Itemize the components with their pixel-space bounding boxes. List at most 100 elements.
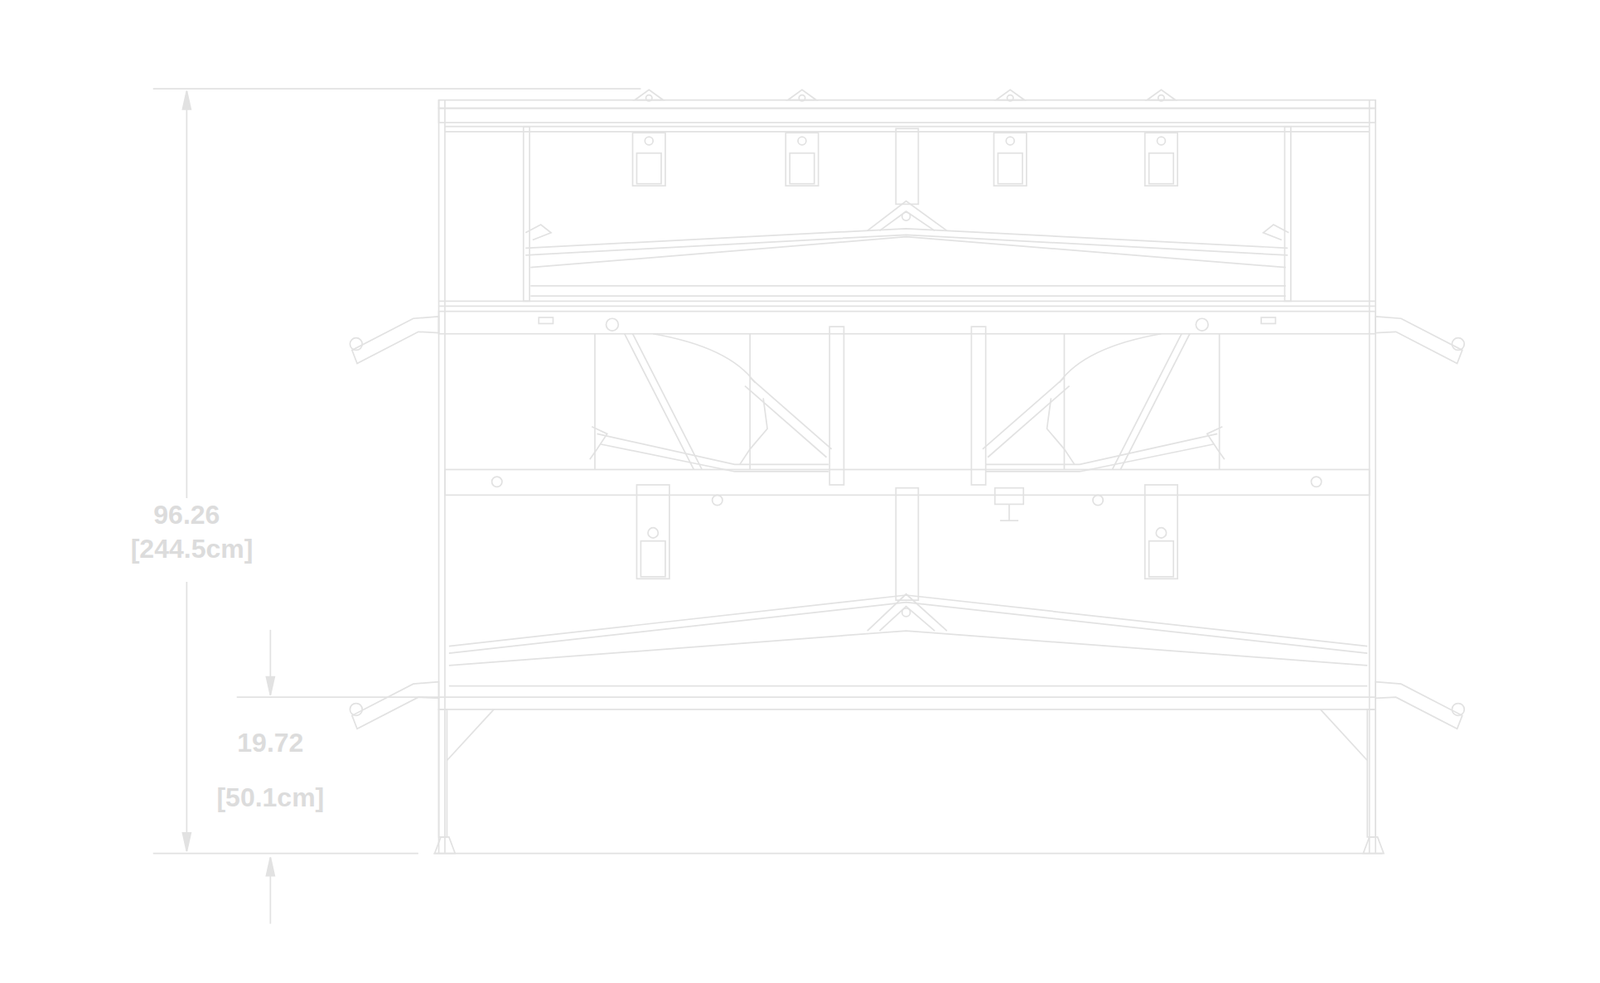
extension-line xyxy=(153,852,419,855)
lower-beam xyxy=(444,469,1370,496)
feeder-chute xyxy=(986,433,1219,465)
frame-line xyxy=(439,305,1377,308)
feeder-chute xyxy=(624,333,695,470)
feeder-chute xyxy=(1218,333,1221,470)
motor-stem xyxy=(1000,519,1019,522)
feeder-bracket xyxy=(993,132,1026,186)
leg-brace xyxy=(1320,709,1368,761)
feeder-bracket xyxy=(1145,132,1178,186)
side-wing xyxy=(1375,316,1463,364)
leg-brace xyxy=(446,709,494,761)
drawing-group xyxy=(153,88,1465,924)
trough-peak xyxy=(867,594,948,631)
bracket-bolt xyxy=(797,136,807,146)
hanger-bolt xyxy=(1158,95,1165,102)
feeder-chute xyxy=(589,426,608,460)
motor-stem xyxy=(1008,503,1011,521)
foot xyxy=(435,836,456,854)
extension-line xyxy=(236,696,440,698)
upper-trough xyxy=(525,234,1288,256)
wing-pivot xyxy=(349,338,363,351)
middle-post xyxy=(829,326,844,485)
bracket-bolt xyxy=(647,527,658,538)
hanger-bolt xyxy=(798,95,805,102)
trough-peak xyxy=(867,201,948,232)
dimension-line xyxy=(186,581,189,851)
extension-line xyxy=(153,87,642,90)
hanger-bolt xyxy=(1006,95,1013,102)
foot xyxy=(1363,836,1384,854)
bracket-bolt xyxy=(644,136,653,146)
top-rail xyxy=(439,100,1377,109)
wheel xyxy=(1092,494,1103,505)
feeder-chute xyxy=(739,397,768,465)
side-wing xyxy=(1375,681,1463,730)
trough-peak xyxy=(879,606,936,632)
upper-trough xyxy=(530,236,1286,268)
bracket-bolt xyxy=(1157,136,1166,146)
wing-pivot xyxy=(1451,703,1465,716)
frame-line xyxy=(449,685,1368,687)
side-wing xyxy=(352,681,440,730)
upper-post xyxy=(1284,126,1291,302)
beam-bolt xyxy=(492,476,503,487)
peak-bolt xyxy=(902,608,911,617)
dimension-arrowhead xyxy=(182,832,191,851)
feeder-chute xyxy=(987,386,1070,458)
center-post xyxy=(895,488,919,600)
feeder-bracket xyxy=(636,484,669,579)
feeder-chute xyxy=(1047,397,1075,465)
latch xyxy=(538,317,553,324)
frame-line xyxy=(530,294,1286,297)
frame-line xyxy=(439,299,1377,302)
dimension-arrowhead xyxy=(182,91,191,110)
feeder-chute xyxy=(599,444,829,472)
lower-trough xyxy=(449,630,1368,666)
upper-trough xyxy=(525,228,1288,248)
dimension-arrowhead xyxy=(265,856,275,875)
dimension-label: [50.1cm] xyxy=(213,783,327,813)
pulley xyxy=(606,318,619,331)
wing-pivot xyxy=(1451,338,1465,351)
feeder-chute xyxy=(596,433,829,465)
side-clip xyxy=(525,224,552,240)
dimension-label: 96.26 xyxy=(150,500,223,530)
bracket-bolt xyxy=(1155,527,1166,538)
motor-box xyxy=(995,488,1024,505)
leg xyxy=(439,709,448,837)
beam-bolt xyxy=(1310,476,1321,487)
feeder-chute xyxy=(982,377,1065,450)
feeder-bracket xyxy=(640,541,666,577)
side-wing xyxy=(352,316,440,364)
frame-line xyxy=(444,125,1370,128)
feeder-bracket xyxy=(636,153,662,184)
side-clip xyxy=(1263,224,1290,240)
feeder-chute xyxy=(986,444,1215,472)
latch xyxy=(1261,317,1276,324)
feeder-chute xyxy=(1120,333,1190,470)
floor-line xyxy=(433,852,1383,855)
trough-peak xyxy=(879,211,936,231)
feeder-bracket xyxy=(997,153,1023,184)
frame-line xyxy=(444,130,1370,133)
upper-post xyxy=(523,126,530,302)
frame-line xyxy=(530,285,1286,287)
bottom-beam xyxy=(439,696,1377,710)
lower-trough xyxy=(449,602,1368,654)
top-rail xyxy=(439,108,1377,123)
middle-beam xyxy=(439,311,1377,334)
center-post xyxy=(895,128,919,204)
leg xyxy=(1367,709,1376,837)
dimension-arrowhead xyxy=(265,676,275,696)
feeder-chute xyxy=(744,386,827,458)
feeder-chute xyxy=(594,333,596,470)
dimension-label: 19.72 xyxy=(234,728,306,758)
feeder-bracket xyxy=(789,153,815,184)
wheel xyxy=(712,494,723,505)
feeder-chute xyxy=(749,377,832,450)
feeder-bracket xyxy=(633,132,666,186)
middle-post xyxy=(971,326,986,485)
pulley xyxy=(1195,318,1209,331)
dimension-line xyxy=(186,91,189,498)
